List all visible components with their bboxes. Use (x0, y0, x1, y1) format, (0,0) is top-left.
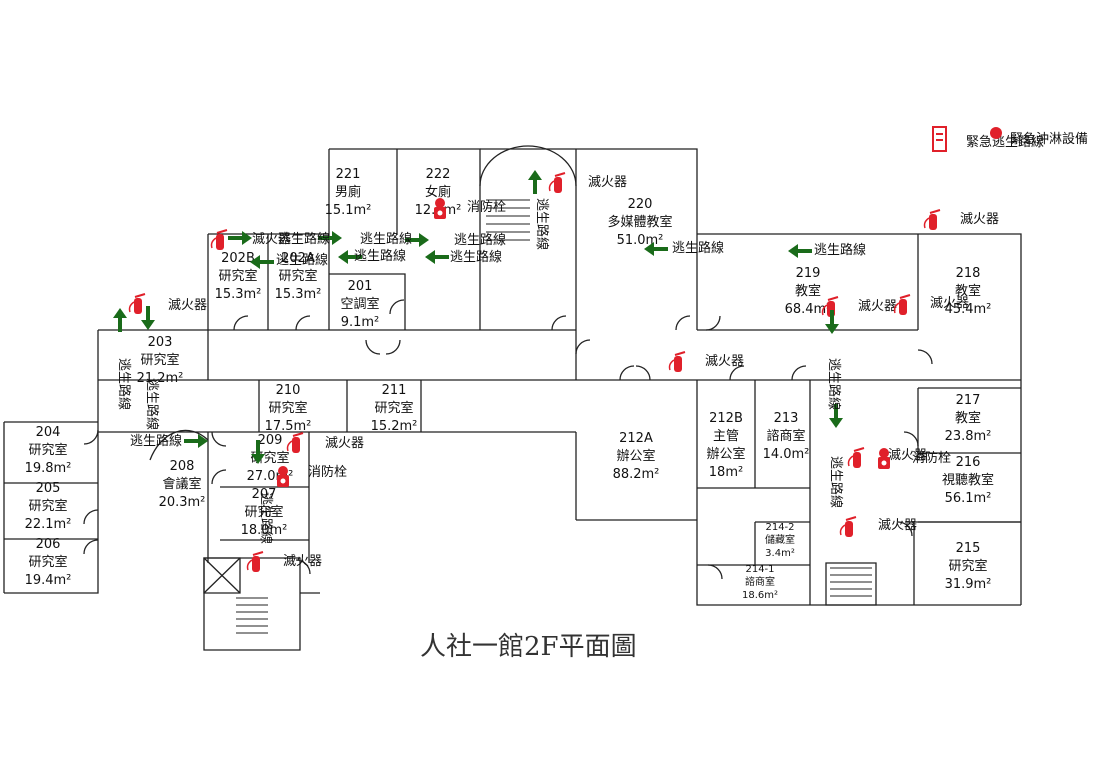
evacuation-route-label: 逃生路線 (826, 358, 842, 410)
hydrant-label: 消防栓 (308, 464, 347, 480)
evacuation-route-label: 逃生路線 (360, 231, 412, 247)
fire-hydrant-icon (878, 448, 890, 469)
emergency-exit-icon (932, 126, 947, 152)
evacuation-route-label: 逃生路線 (814, 242, 866, 258)
evacuation-arrow-icon (338, 250, 362, 264)
evacuation-arrow-icon (251, 440, 265, 464)
legend-shower-label: 緊急沖淋設備 (1010, 131, 1088, 147)
evacuation-route-label: 逃生路線 (278, 231, 330, 247)
evacuation-arrow-icon (829, 404, 843, 428)
evacuation-arrow-icon (318, 231, 342, 245)
extinguisher-label: 滅火器 (878, 518, 917, 533)
evacuation-route-label: 逃生路線 (534, 198, 550, 250)
extinguisher-label: 滅火器 (283, 554, 322, 569)
shower-icon (990, 127, 1002, 139)
safety-markers: 滅火器滅火器滅火器滅火器滅火器滅火器滅火器滅火器滅火器滅火器滅火器消防栓消防栓消… (113, 170, 999, 572)
extinguisher-label: 滅火器 (960, 212, 999, 227)
stair-treads (236, 199, 872, 634)
evacuation-arrow-icon (113, 308, 127, 332)
evacuation-route-label: 逃生路線 (450, 249, 502, 265)
evacuation-arrow-icon (141, 306, 155, 330)
fire-extinguisher-icon (286, 432, 304, 453)
evacuation-arrow-icon (788, 244, 812, 258)
fire-extinguisher-icon (847, 447, 865, 468)
evacuation-arrow-icon (644, 242, 668, 256)
evacuation-route-label: 逃生路線 (258, 492, 274, 544)
evacuation-route-label: 逃生路線 (276, 252, 328, 268)
evacuation-arrow-icon (250, 255, 274, 269)
evacuation-route-label: 逃生路線 (672, 240, 724, 256)
hydrant-label: 消防栓 (467, 199, 506, 215)
evacuation-route-label: 逃生路線 (454, 232, 506, 248)
fire-extinguisher-icon (923, 209, 941, 230)
evacuation-arrow-icon (825, 310, 839, 334)
extinguisher-label: 滅火器 (930, 296, 969, 311)
fire-extinguisher-icon (893, 294, 911, 315)
fire-hydrant-icon (277, 466, 289, 487)
evacuation-arrow-icon (228, 231, 252, 245)
extinguisher-label: 滅火器 (252, 232, 291, 247)
door-swings (83, 299, 933, 580)
legend: 緊急逃生路線 緊急沖淋設備 (932, 126, 1088, 152)
hydrant-label: 消防栓 (912, 450, 951, 466)
extinguisher-label: 滅火器 (588, 175, 627, 190)
fire-extinguisher-icon (668, 351, 686, 372)
fire-extinguisher-icon (548, 172, 566, 193)
fire-extinguisher-icon (821, 296, 839, 317)
evacuation-route-label: 逃生路線 (828, 456, 844, 508)
extinguisher-label: 滅火器 (168, 298, 207, 313)
extinguisher-label: 滅火器 (858, 299, 897, 314)
legend-exit-label: 緊急逃生路線 (966, 134, 1044, 150)
evacuation-arrow-icon (405, 233, 429, 247)
fire-extinguisher-icon (839, 516, 857, 537)
evacuation-route-label: 逃生路線 (144, 378, 160, 430)
evacuation-arrow-icon (184, 434, 208, 448)
extinguisher-label: 滅火器 (705, 354, 744, 369)
building-walls (3, 145, 1022, 651)
fire-extinguisher-icon (246, 551, 264, 572)
evacuation-route-label: 逃生路線 (354, 248, 406, 264)
extinguisher-label: 滅火器 (325, 436, 364, 451)
evacuation-arrow-icon (425, 250, 449, 264)
fire-extinguisher-icon (210, 229, 228, 250)
plan-title: 人社一館2F平面圖 (420, 632, 637, 662)
fire-hydrant-icon (434, 198, 446, 219)
fire-extinguisher-icon (128, 293, 146, 314)
evacuation-arrow-icon (528, 170, 542, 194)
evacuation-route-label: 逃生路線 (130, 433, 182, 449)
room-labels: 221男廁15.1m²222女廁12.6m²220多媒體教室51.0m²202B… (25, 167, 994, 601)
evacuation-route-label: 逃生路線 (116, 358, 132, 410)
extinguisher-label: 滅火器 (888, 448, 927, 463)
